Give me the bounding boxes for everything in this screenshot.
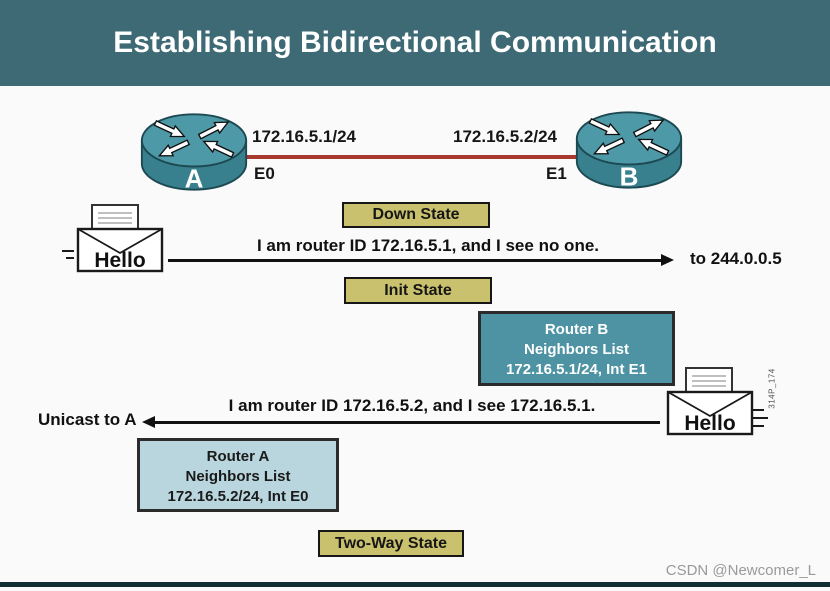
router-b-interface: E1 xyxy=(546,164,567,183)
down-state-label: Down State xyxy=(372,206,460,223)
router-b-ip: 172.16.5.2/24 xyxy=(453,127,557,146)
hello-message-b-text: I am router ID 172.16.5.2, and I see 172… xyxy=(228,396,596,415)
router-a-ip: 172.16.5.1/24 xyxy=(252,127,356,146)
router-arrows-icon xyxy=(588,117,670,156)
init-state-label: Init State xyxy=(384,281,452,299)
router-b-icon: B xyxy=(573,108,685,192)
router-a-neighbors-box: Router A Neighbors List 172.16.5.2/24, I… xyxy=(137,438,339,512)
router-icon: A xyxy=(140,113,248,194)
router-a-neighbors-title: Router A xyxy=(206,448,270,465)
link-line xyxy=(245,155,581,159)
router-a-neighbors-entry: 172.16.5.2/24, Int E0 xyxy=(167,488,309,505)
router-b-neighbors-box: Router B Neighbors List 172.16.5.1/24, I… xyxy=(478,311,675,386)
envelope-icon: Hello xyxy=(666,367,768,436)
router-icon: B xyxy=(575,111,683,192)
hello-label: Hello xyxy=(94,249,145,272)
router-a-interface: E0 xyxy=(254,164,275,183)
two-way-state-box: Two-Way State xyxy=(318,530,464,557)
multicast-destination-label: to 244.0.0.5 xyxy=(690,249,782,268)
page-title: Establishing Bidirectional Communication xyxy=(113,26,717,59)
hello-message-a-text: I am router ID 172.16.5.1, and I see no … xyxy=(256,236,600,255)
router-a-neighbors-subtitle: Neighbors List xyxy=(185,468,291,485)
hello-packet-b-icon: Hello xyxy=(664,366,768,436)
hello-label: Hello xyxy=(684,412,735,435)
router-arrows-icon xyxy=(153,119,235,158)
multicast-arrow xyxy=(168,254,674,266)
down-state-box: Down State xyxy=(342,202,490,228)
router-b-neighbors-subtitle: Neighbors List xyxy=(523,341,629,358)
title-bar: Establishing Bidirectional Communication xyxy=(0,0,830,86)
two-way-state-label: Two-Way State xyxy=(334,534,447,552)
unicast-destination-label: Unicast to A xyxy=(38,410,137,429)
router-b-label: B xyxy=(620,162,639,192)
router-b-neighbors-entry: 172.16.5.1/24, Int E1 xyxy=(506,361,647,378)
csdn-watermark: CSDN @Newcomer_L xyxy=(665,562,816,579)
hello-packet-a-icon: Hello xyxy=(62,203,166,273)
init-state-box: Init State xyxy=(344,277,492,304)
router-a-label: A xyxy=(185,164,204,194)
bottom-bar xyxy=(0,582,830,587)
unicast-arrow xyxy=(142,416,660,428)
router-a-icon: A xyxy=(138,110,250,194)
router-b-neighbors-title: Router B xyxy=(544,321,609,338)
envelope-icon: Hello xyxy=(62,204,164,273)
figure-id-text: 314P_174 xyxy=(767,368,777,409)
